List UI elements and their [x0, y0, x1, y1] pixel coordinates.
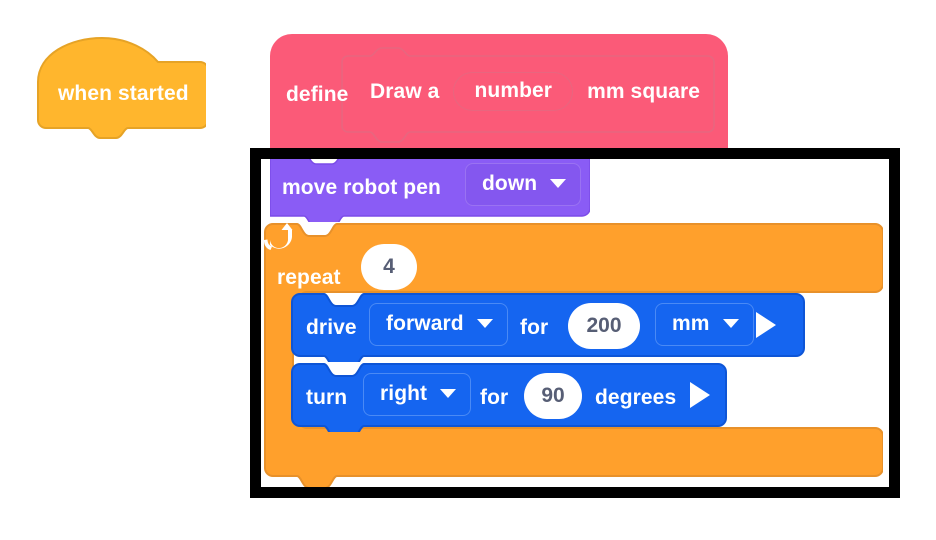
drive-connector-label: for	[520, 316, 549, 339]
move-robot-pen-label: move robot pen	[282, 176, 441, 199]
drive-label: drive	[306, 316, 357, 339]
drive-direction-dropdown[interactable]: forward	[369, 303, 508, 346]
turn-unit-label: degrees	[595, 386, 677, 409]
play-icon[interactable]	[756, 312, 776, 338]
pen-state-dropdown[interactable]: down	[465, 163, 582, 206]
repeat-count-input[interactable]: 4	[361, 244, 417, 290]
loop-arrow-icon	[263, 223, 293, 250]
when-started-label: when started	[58, 82, 189, 105]
play-icon[interactable]	[690, 382, 710, 408]
when-started-shape	[37, 37, 206, 139]
block-when-started[interactable]: when started	[36, 36, 206, 140]
turn-amount-input[interactable]: 90	[524, 373, 582, 419]
define-prototype[interactable]: Draw a number mm square	[348, 55, 700, 127]
turn-direction-dropdown[interactable]: right	[363, 373, 472, 416]
block-drive[interactable]: drive forward for 200 mm	[290, 292, 806, 362]
block-move-robot-pen[interactable]: move robot pen down	[270, 152, 590, 222]
drive-direction-value: forward	[386, 312, 464, 335]
selection-frame	[250, 148, 900, 498]
repeat-label: repeat	[277, 266, 341, 289]
prototype-text-before: Draw a	[370, 79, 440, 103]
prototype-parameter-number[interactable]: number	[453, 71, 574, 111]
drive-distance-input[interactable]: 200	[568, 303, 640, 349]
block-define[interactable]: define Draw a number mm square	[268, 32, 730, 150]
turn-connector-label: for	[480, 386, 509, 409]
chevron-down-icon	[440, 389, 457, 398]
turn-label: turn	[306, 386, 348, 409]
turn-direction-value: right	[380, 382, 428, 405]
define-keyword-label: define	[286, 83, 349, 106]
prototype-parameter-label: number	[474, 78, 553, 102]
chevron-down-icon	[476, 319, 493, 328]
pen-state-value: down	[482, 172, 538, 195]
block-turn[interactable]: turn right for 90 degrees	[290, 362, 728, 432]
prototype-text-after: mm square	[587, 79, 701, 103]
chevron-down-icon	[722, 319, 739, 328]
drive-unit-dropdown[interactable]: mm	[655, 303, 754, 346]
chevron-down-icon	[550, 179, 567, 188]
drive-unit-value: mm	[672, 312, 710, 335]
